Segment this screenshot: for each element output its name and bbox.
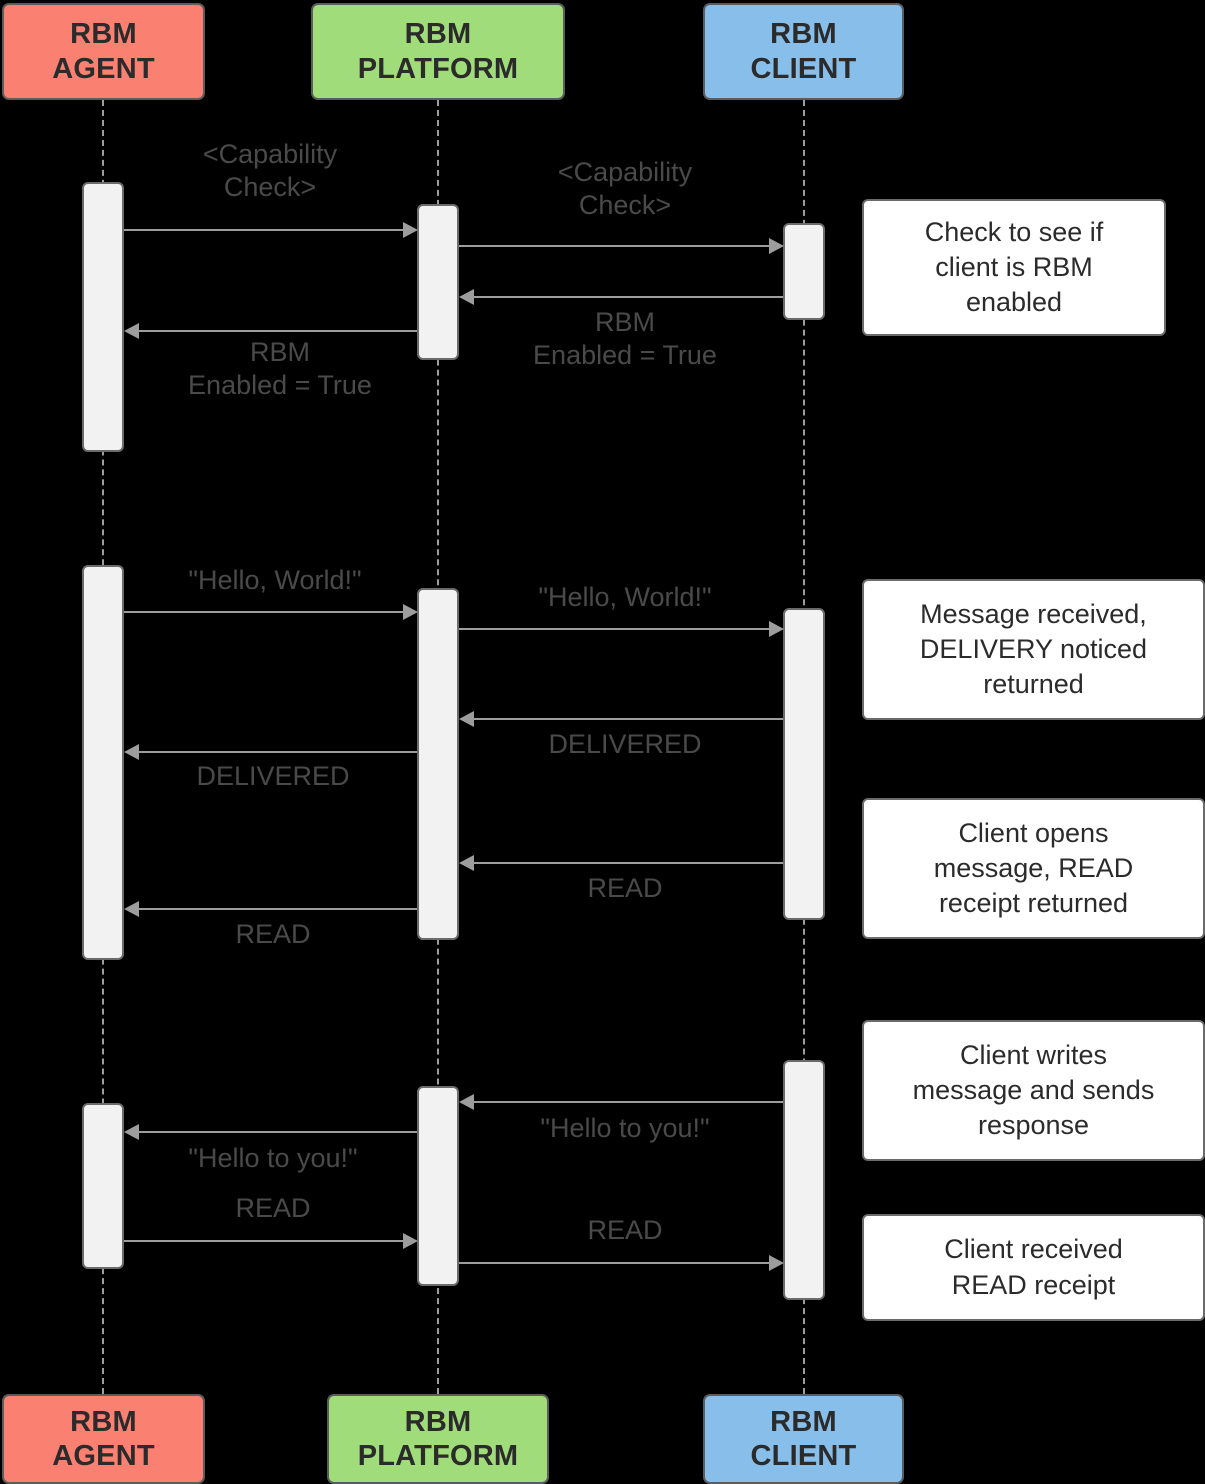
message-label-m13: READ bbox=[235, 1193, 311, 1223]
activation-platform-3 bbox=[417, 1086, 459, 1286]
message-line-m13 bbox=[124, 1240, 403, 1242]
message-label-m7: DELIVERED bbox=[548, 729, 702, 759]
message-label-m8: DELIVERED bbox=[196, 761, 350, 791]
message-label-m2: <Capability Check> bbox=[557, 157, 693, 220]
note-client-writes-message[interactable]: Client writes message and sends response bbox=[862, 1020, 1205, 1161]
participant-footer-client[interactable]: RBM CLIENT bbox=[703, 1394, 904, 1484]
message-line-m11 bbox=[474, 1101, 783, 1103]
arrowhead-m11 bbox=[459, 1094, 474, 1110]
activation-agent-3 bbox=[82, 1103, 124, 1269]
activation-agent-2 bbox=[82, 565, 124, 960]
participant-header-client[interactable]: RBM CLIENT bbox=[703, 3, 904, 100]
arrowhead-m3 bbox=[459, 289, 474, 305]
message-label-m10: READ bbox=[235, 919, 311, 949]
activation-agent-1 bbox=[82, 182, 124, 452]
arrowhead-m13 bbox=[403, 1233, 418, 1249]
participant-client-line2: CLIENT bbox=[750, 52, 857, 85]
participant-footer-agent[interactable]: RBM AGENT bbox=[2, 1394, 205, 1484]
note-message-received-delivery[interactable]: Message received, DELIVERY noticed retur… bbox=[862, 579, 1205, 720]
message-label-m5: "Hello, World!" bbox=[188, 565, 362, 595]
participant-footer-platform[interactable]: RBM PLATFORM bbox=[327, 1394, 549, 1484]
note-check-rbm-enabled[interactable]: Check to see if client is RBM enabled bbox=[862, 199, 1166, 336]
message-line-m12 bbox=[139, 1131, 417, 1133]
message-line-m7 bbox=[474, 718, 783, 720]
participant-platform-line2: PLATFORM bbox=[357, 52, 519, 85]
message-label-m3: RBM Enabled = True bbox=[533, 307, 717, 370]
note-client-received-read-receipt[interactable]: Client received READ receipt bbox=[862, 1214, 1205, 1321]
message-line-m8 bbox=[139, 751, 417, 753]
participant-header-agent[interactable]: RBM AGENT bbox=[2, 3, 205, 100]
participant-footer-agent-line2: AGENT bbox=[52, 1440, 155, 1472]
participant-footer-agent-line1: RBM bbox=[70, 1405, 137, 1438]
arrowhead-m4 bbox=[124, 323, 139, 339]
arrowhead-m1 bbox=[403, 222, 418, 238]
participant-client-line1: RBM bbox=[770, 18, 837, 51]
participant-footer-platform-line1: RBM bbox=[404, 1405, 472, 1438]
message-label-m4: RBM Enabled = True bbox=[188, 337, 372, 400]
arrowhead-m9 bbox=[459, 855, 474, 871]
message-label-m1: <Capability Check> bbox=[202, 139, 338, 202]
participant-footer-client-line2: CLIENT bbox=[750, 1440, 857, 1472]
arrowhead-m7 bbox=[459, 711, 474, 727]
activation-client-1 bbox=[783, 223, 825, 320]
activation-platform-2 bbox=[417, 588, 459, 940]
participant-agent-line1: RBM bbox=[70, 18, 137, 51]
arrowhead-m14 bbox=[769, 1255, 784, 1271]
arrowhead-m12 bbox=[124, 1124, 139, 1140]
message-line-m2 bbox=[459, 245, 769, 247]
message-line-m6 bbox=[459, 628, 769, 630]
arrowhead-m2 bbox=[769, 238, 784, 254]
message-label-m6: "Hello, World!" bbox=[538, 582, 712, 612]
message-label-m14: READ bbox=[587, 1215, 663, 1245]
participant-header-platform[interactable]: RBM PLATFORM bbox=[311, 3, 565, 100]
activation-client-3 bbox=[783, 1060, 825, 1300]
message-line-m9 bbox=[474, 862, 783, 864]
note-client-opens-message[interactable]: Client opens message, READ receipt retur… bbox=[862, 798, 1205, 939]
participant-agent-line2: AGENT bbox=[52, 52, 155, 85]
message-label-m9: READ bbox=[587, 873, 663, 903]
activation-platform-1 bbox=[417, 204, 459, 360]
message-line-m5 bbox=[124, 611, 403, 613]
message-line-m4 bbox=[139, 330, 417, 332]
participant-platform-line1: RBM bbox=[404, 18, 472, 51]
arrowhead-m5 bbox=[403, 604, 418, 620]
arrowhead-m10 bbox=[124, 901, 139, 917]
arrowhead-m6 bbox=[769, 621, 784, 637]
message-line-m14 bbox=[459, 1262, 769, 1264]
message-label-m11: "Hello to you!" bbox=[540, 1113, 710, 1143]
message-line-m10 bbox=[139, 908, 417, 910]
arrowhead-m8 bbox=[124, 744, 139, 760]
message-line-m1 bbox=[124, 229, 403, 231]
participant-footer-platform-line2: PLATFORM bbox=[357, 1440, 519, 1472]
activation-client-2 bbox=[783, 608, 825, 920]
message-line-m3 bbox=[474, 296, 783, 298]
participant-footer-client-line1: RBM bbox=[770, 1405, 837, 1438]
message-label-m12: "Hello to you!" bbox=[188, 1143, 358, 1173]
